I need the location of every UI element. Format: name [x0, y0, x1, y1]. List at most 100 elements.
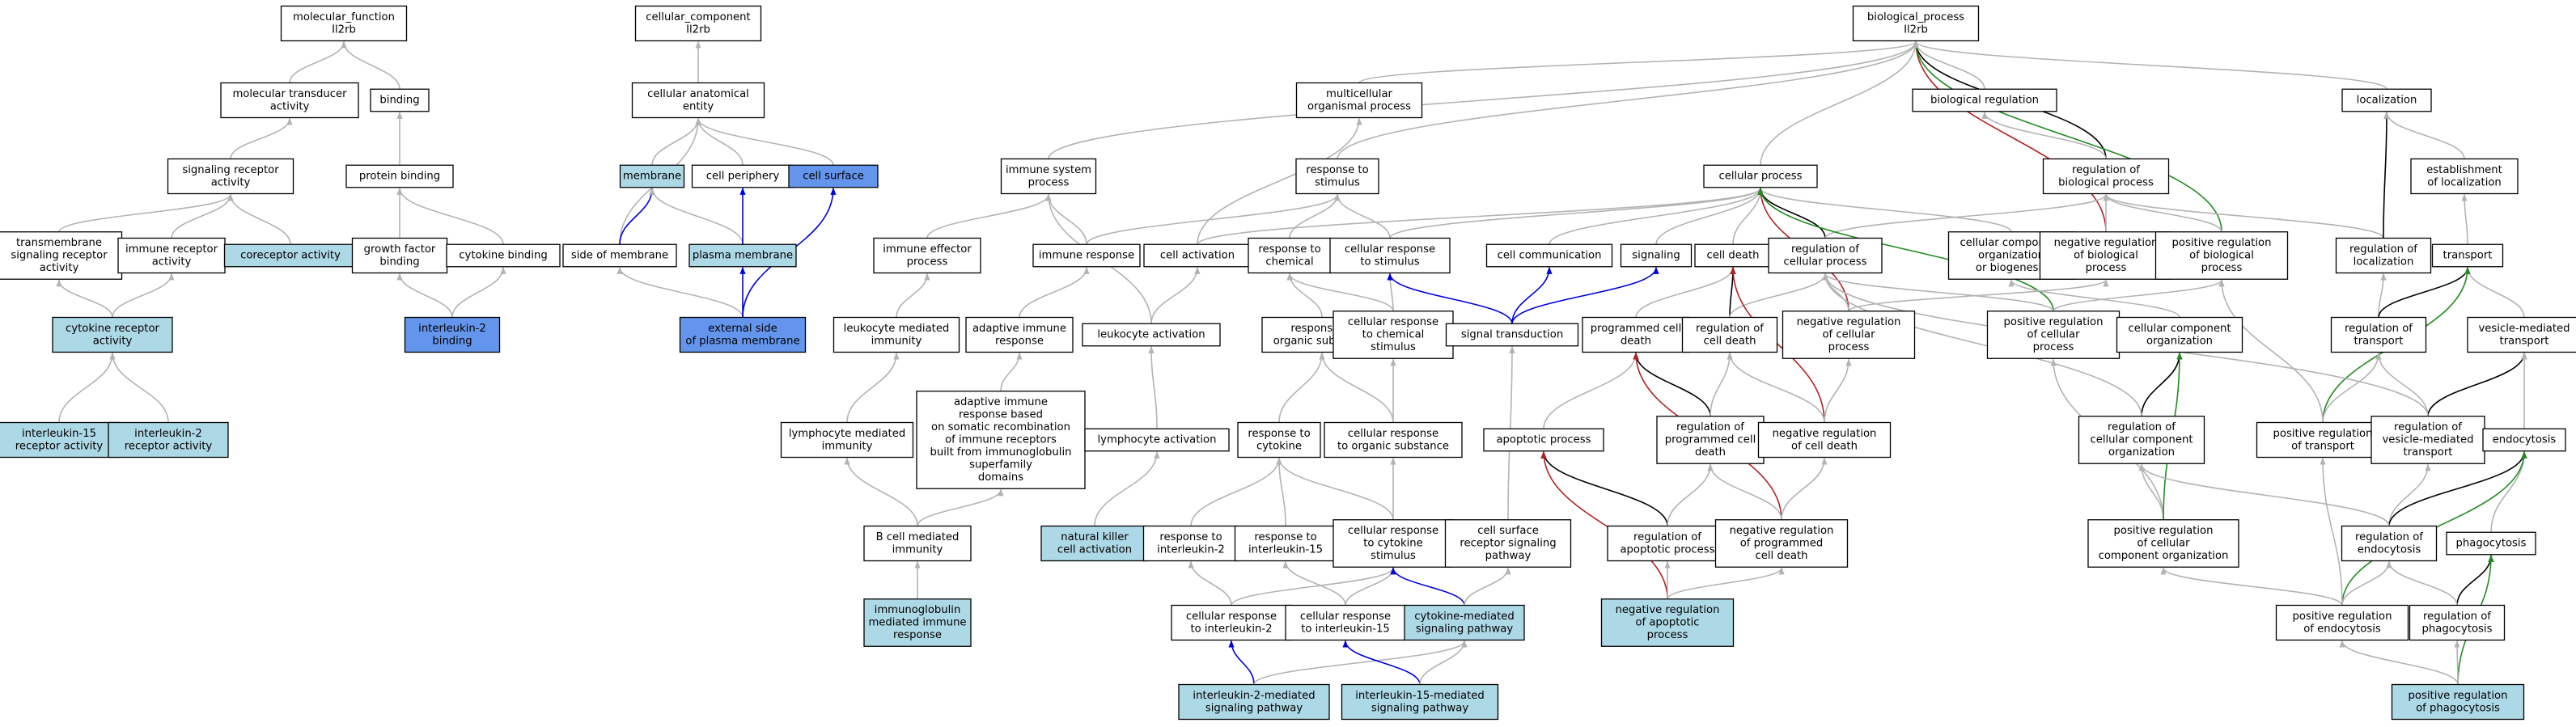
node-phagocytosis[interactable]: phagocytosis	[2446, 531, 2536, 556]
node-endocytosis[interactable]: endocytosis	[2482, 428, 2566, 452]
edge-is-a	[1148, 345, 1158, 429]
node-signal-transduction[interactable]: signal transduction	[1445, 323, 1579, 347]
node-label-line: activity	[152, 256, 192, 268]
node-binding[interactable]: binding	[370, 88, 430, 112]
node-label-line: signal transduction	[1461, 329, 1563, 341]
node-label-line: leukocyte activation	[1097, 329, 1205, 341]
node-leukocyte-activation[interactable]: leukocyte activation	[1082, 323, 1221, 347]
node-cell-activation[interactable]: cell activation	[1143, 243, 1252, 268]
node-apoptotic[interactable]: apoptotic process	[1483, 428, 1604, 452]
node-signaling[interactable]: signaling	[1620, 243, 1693, 268]
node-localization[interactable]: localization	[2341, 88, 2432, 112]
node-transport[interactable]: transport	[2431, 243, 2504, 268]
edge-is-a	[1707, 463, 1782, 520]
node-side-membrane[interactable]: side of membrane	[562, 243, 677, 268]
node-protein-binding[interactable]: protein binding	[345, 164, 454, 188]
node-cell-periphery[interactable]: cell periphery	[691, 164, 794, 188]
node-cellular-process[interactable]: cellular process	[1703, 164, 1818, 188]
node-lymphocyte-activation[interactable]: lymphocyte activation	[1084, 428, 1230, 452]
node-box	[345, 164, 454, 188]
node-membrane[interactable]: membrane	[619, 164, 685, 188]
node-coreceptor[interactable]: coreceptor activity	[223, 243, 358, 268]
node-label-line: or biogenesis	[1976, 262, 2047, 274]
edge-is-a	[396, 187, 504, 245]
node-label-line: stimulus	[1315, 176, 1360, 188]
node-cytokine-binding[interactable]: cytokine binding	[446, 243, 561, 268]
node-bio-regulation[interactable]: biological regulation	[1912, 88, 2057, 112]
node-plasma-membrane[interactable]: plasma membrane	[688, 243, 797, 268]
node-cell-communication[interactable]: cell communication	[1485, 243, 1613, 268]
node-box	[1757, 421, 1892, 459]
node-immune-response[interactable]: immune response	[1032, 243, 1141, 268]
node-cell-death[interactable]: cell death	[1694, 243, 1772, 268]
edge-is-a	[1710, 352, 1733, 416]
node-cell-surface[interactable]: cell surface	[788, 164, 879, 188]
